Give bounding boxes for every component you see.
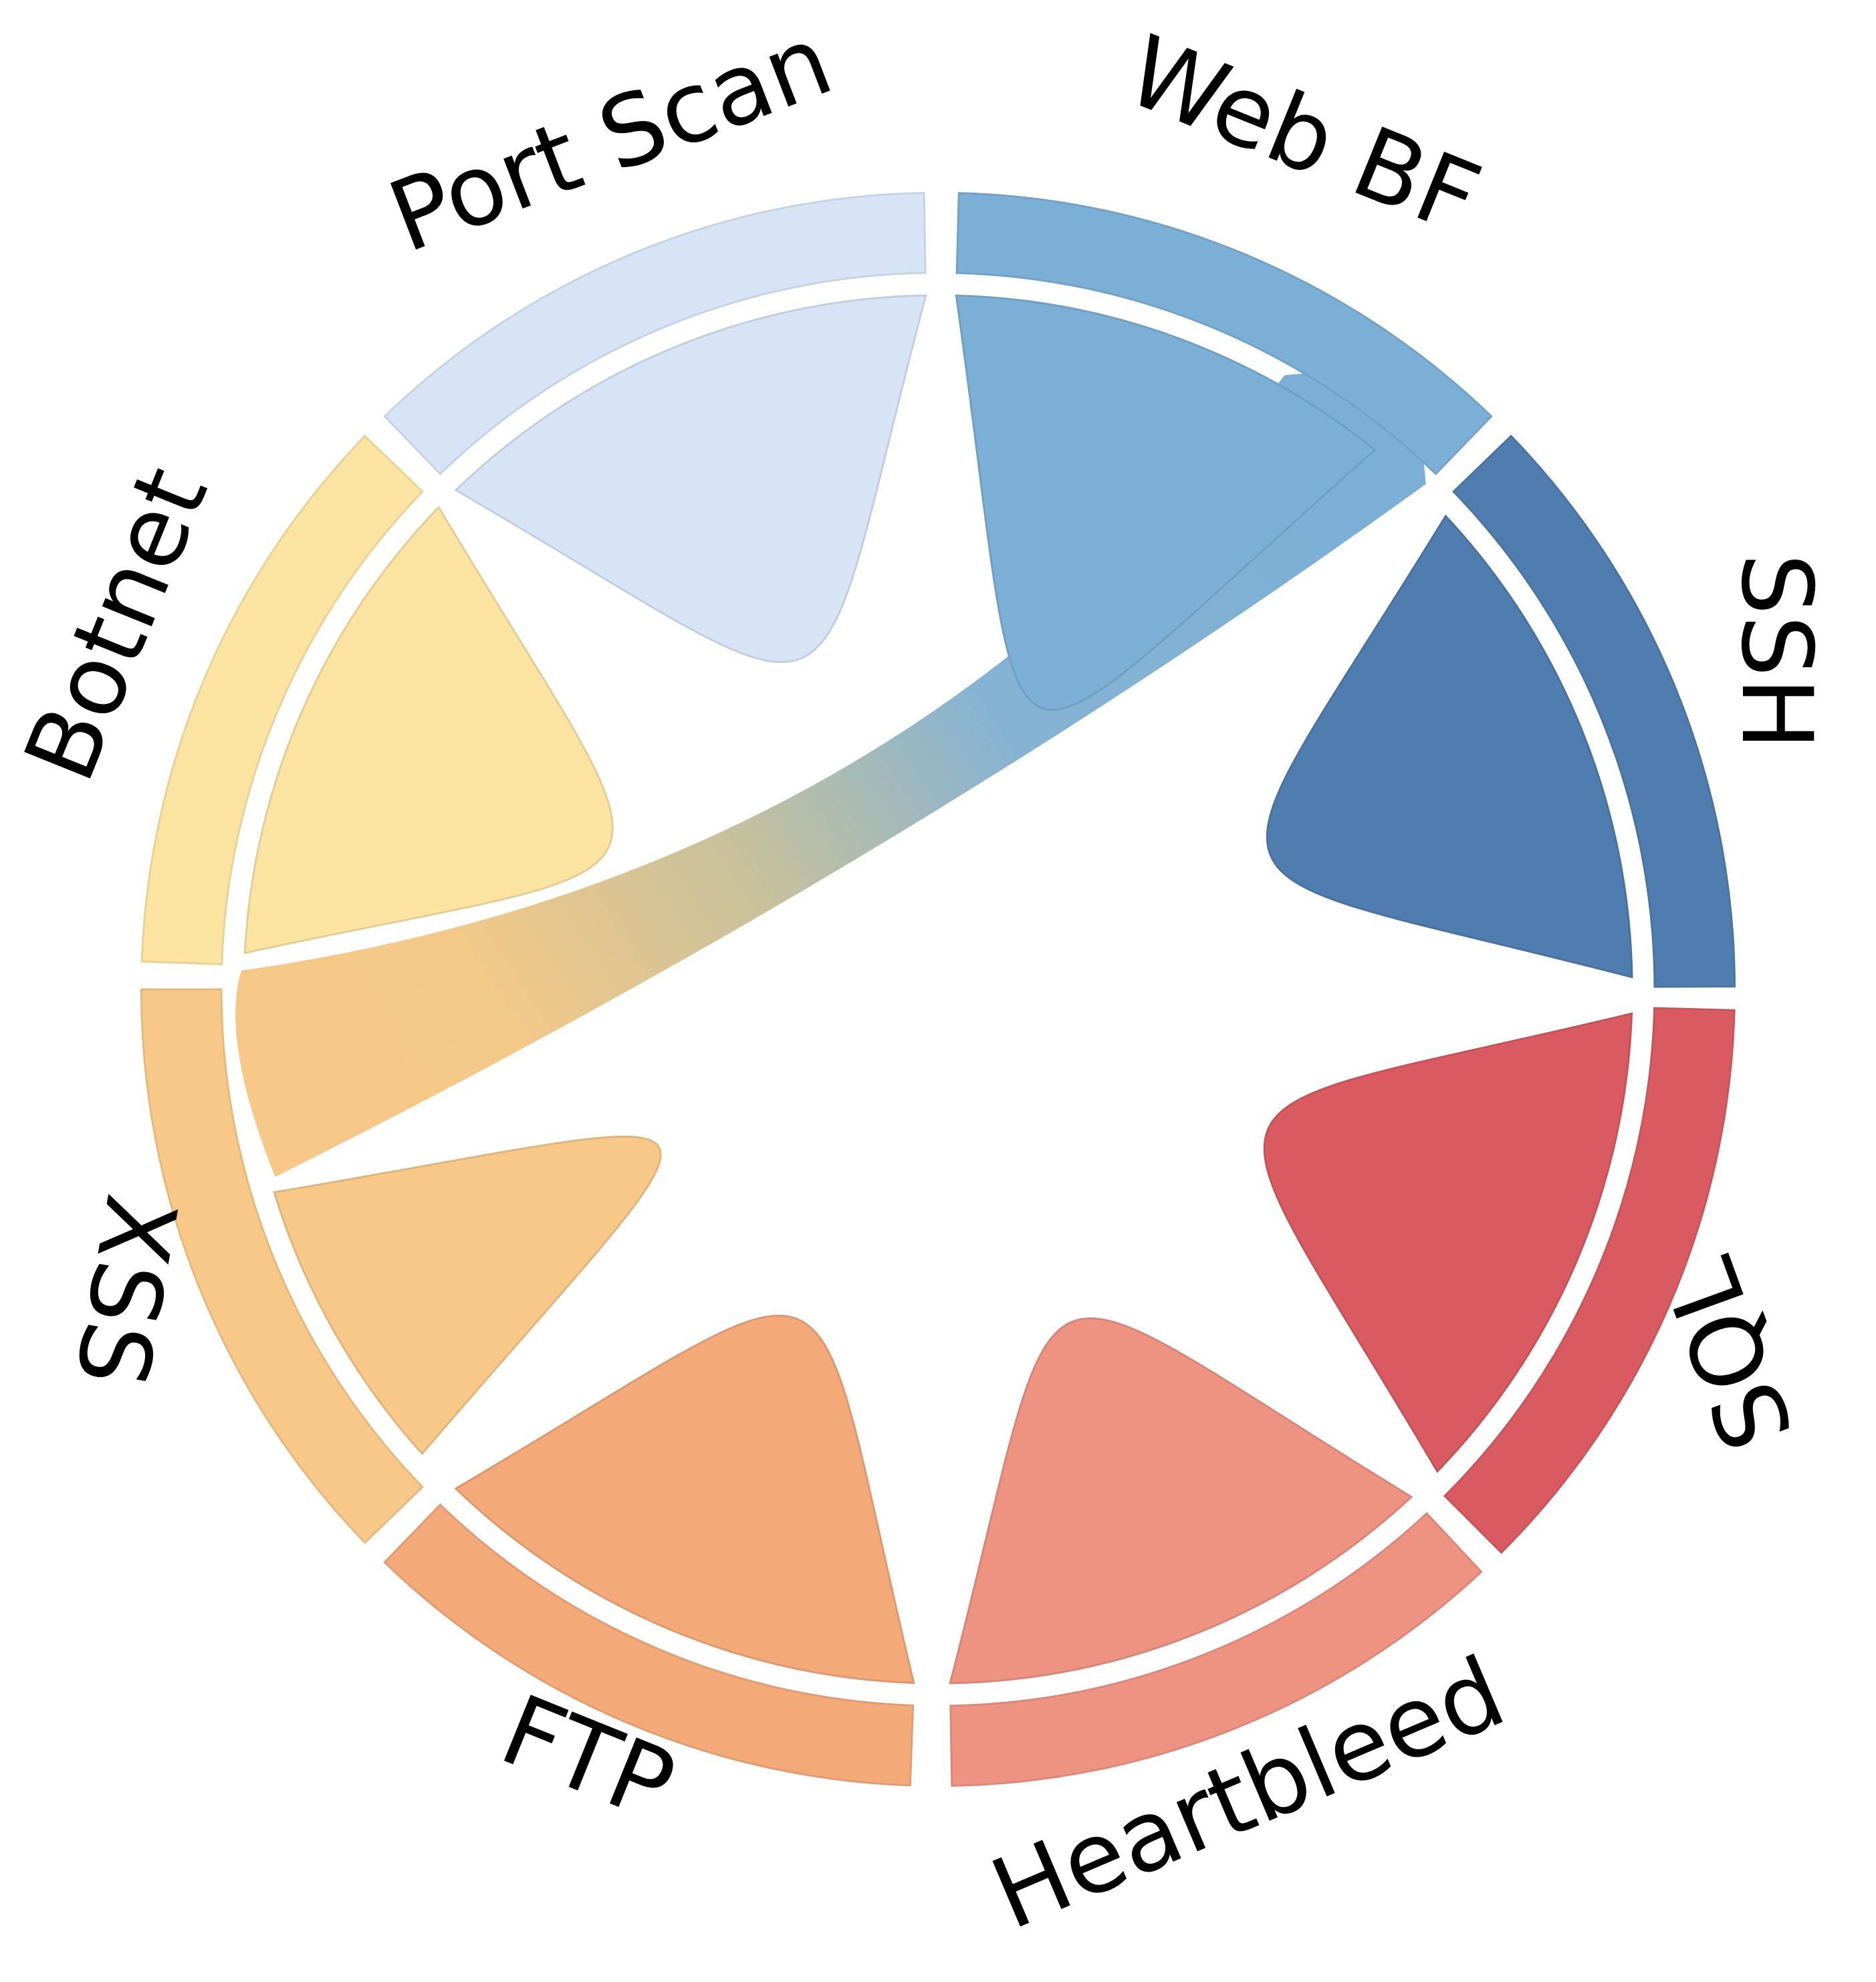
label-xss: XSS [53,1187,197,1394]
chord-heartbleed-heartbleed [949,1317,1413,1685]
node-arc-ssh[interactable] [1452,435,1736,988]
node-arc-xss[interactable] [140,988,424,1544]
node-arcs [140,192,1736,1787]
node-arc-botnet[interactable] [140,435,424,966]
chord-webbf-webbf [955,294,1377,711]
label-webbf: Web BF [1112,15,1494,257]
label-ssh: SSH [1720,553,1833,750]
chord-botnet-botnet [243,505,614,955]
node-arc-heartbleed[interactable] [949,1511,1483,1787]
chord-ssh-ssh [1266,514,1633,979]
chord-portscan-portscan [454,294,927,663]
label-sql: SQL [1644,1244,1816,1464]
node-arc-sql[interactable] [1443,1007,1736,1554]
node-arc-webbf[interactable] [955,192,1493,475]
chord-xss-xss [273,1135,662,1455]
chord-sql-sql [1263,1012,1633,1473]
node-arc-ftp[interactable] [383,1503,915,1787]
chords [235,294,1633,1685]
node-arc-portscan[interactable] [383,192,927,475]
chord-ftp-ftp [454,1314,915,1685]
